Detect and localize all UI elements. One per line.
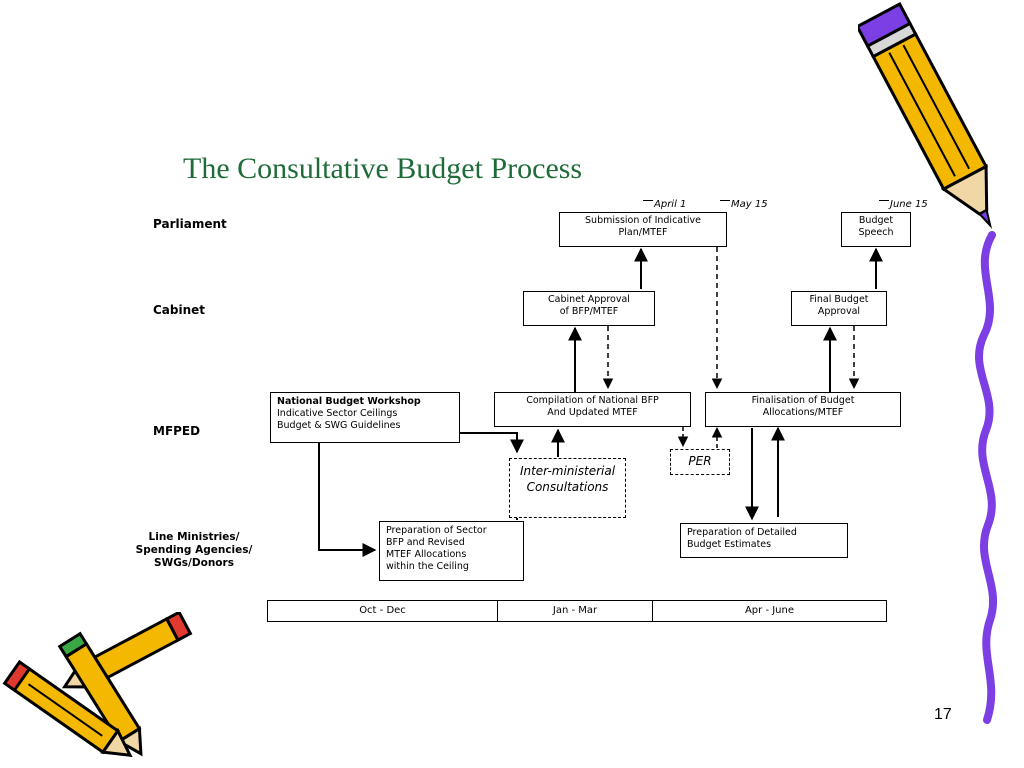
box-submission-line-2: Plan/MTEF: [618, 227, 668, 238]
box-workshop-line-2: Indicative Sector Ceilings: [277, 408, 398, 419]
box-finalisation-budget-allocations: Finalisation of Budget Allocations/MTEF: [705, 392, 901, 427]
page-number: 17: [934, 706, 952, 723]
box-inter-ministerial-consultations: Inter-ministerial Consultations: [509, 458, 626, 518]
box-interministerial-line-2: Consultations: [526, 480, 609, 494]
box-per: PER: [670, 449, 730, 475]
page-title: The Consultative Budget Process: [183, 152, 583, 185]
squiggle-line-right: [975, 231, 998, 724]
timeline-jan-mar: Jan - Mar: [497, 600, 653, 622]
arrow-workshop-to-interministerial: [459, 432, 524, 454]
timeline-oct-dec: Oct - Dec: [267, 600, 498, 622]
arrow-workshop-to-sector-prep: [318, 443, 377, 557]
box-cabinet-approval: Cabinet Approval of BFP/MTEF: [523, 291, 655, 326]
box-cabinet-approval-line-1: Cabinet Approval: [548, 294, 630, 305]
lane-label-line-3: SWGs/Donors: [154, 557, 234, 569]
pencil-icon-top-right: [858, 2, 993, 229]
box-compilation-national-bfp: Compilation of National BFP And Updated …: [494, 392, 691, 427]
box-budget-speech-line-1: Budget: [858, 215, 894, 226]
box-final-budget-approval: Final Budget Approval: [791, 291, 887, 326]
box-submission-indicative-plan: Submission of Indicative Plan/MTEF: [559, 212, 727, 247]
box-sector-prep-line-1: Preparation of Sector: [386, 525, 487, 536]
box-preparation-sector-bfp: Preparation of Sector BFP and Revised MT…: [379, 521, 524, 581]
date-june-15: June 15: [879, 199, 928, 210]
box-compilation-line-1: Compilation of National BFP: [526, 395, 659, 406]
box-national-budget-workshop: National Budget Workshop Indicative Sect…: [270, 392, 460, 443]
box-sector-prep-line-3: MTEF Allocations: [386, 549, 467, 560]
box-budget-speech: Budget Speech: [841, 212, 911, 247]
pencils-icon-bottom-left: [2, 612, 193, 758]
box-submission-line-1: Submission of Indicative: [585, 215, 701, 226]
lane-label-cabinet: Cabinet: [153, 303, 206, 317]
lane-label-line-2: Spending Agencies/: [135, 544, 253, 556]
box-compilation-line-2: And Updated MTEF: [547, 407, 638, 418]
box-workshop-line-1: National Budget Workshop: [277, 396, 421, 407]
date-may-15: May 15: [720, 199, 768, 210]
box-cabinet-approval-line-2: of BFP/MTEF: [559, 306, 619, 317]
box-finalisation-line-2: Allocations/MTEF: [762, 407, 844, 418]
box-detailed-estimates-line-1: Preparation of Detailed: [687, 527, 797, 538]
box-interministerial-line-1: Inter-ministerial: [519, 464, 616, 478]
box-finalisation-line-1: Finalisation of Budget: [751, 395, 855, 406]
box-detailed-estimates-line-2: Budget Estimates: [687, 539, 772, 550]
box-workshop-line-3: Budget & SWG Guidelines: [277, 420, 401, 431]
lane-label-mfped: MFPED: [153, 424, 201, 438]
box-preparation-detailed-estimates: Preparation of Detailed Budget Estimates: [680, 523, 848, 558]
box-sector-prep-line-2: BFP and Revised: [386, 537, 465, 548]
box-per-label: PER: [688, 454, 712, 468]
date-april-1: April 1: [643, 199, 686, 210]
box-budget-speech-line-2: Speech: [858, 227, 894, 238]
lane-label-line-1: Line Ministries/: [148, 531, 240, 543]
box-final-approval-line-2: Approval: [817, 306, 861, 317]
lane-label-line-ministries: Line Ministries/ Spending Agencies/ SWGs…: [126, 531, 262, 570]
box-sector-prep-line-4: within the Ceiling: [386, 561, 469, 572]
timeline-apr-june: Apr - June: [652, 600, 887, 622]
box-final-approval-line-1: Final Budget: [809, 294, 869, 305]
lane-label-parliament: Parliament: [153, 217, 227, 231]
